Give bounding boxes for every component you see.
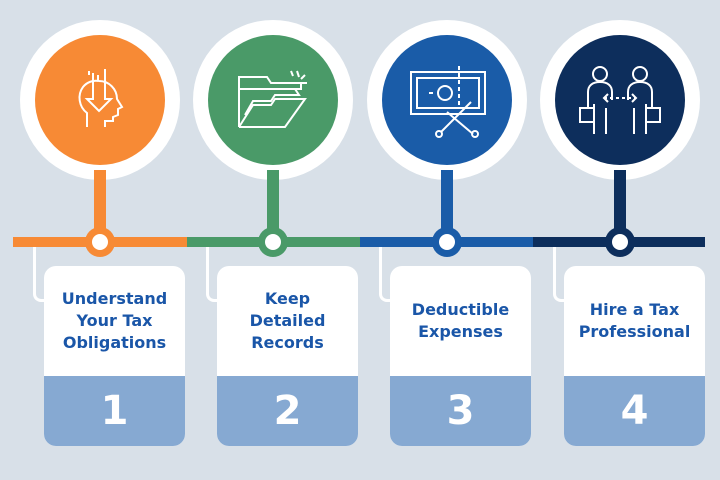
people-exchange-icon [579,66,661,134]
step-3-title: Deductible Expenses [411,300,510,341]
step-2-pin [193,20,353,180]
step-4-stem [614,170,626,240]
step-3-node [432,227,462,257]
step-4-title: Hire a Tax Professional [578,300,691,341]
step-2-card: Keep Detailed Records 2 [217,266,358,446]
step-3-card: Deductible Expenses 3 [390,266,531,446]
step-1-connector [33,247,50,302]
step-1-pin [20,20,180,180]
step-1-card: Understand Your Tax Obligations 1 [44,266,185,446]
step-4-number: 4 [564,376,705,446]
step-3-pin [367,20,527,180]
open-folder-icon [238,70,307,128]
step-4-node [605,227,635,257]
step-2-connector [206,247,223,302]
step-1-title: Understand Your Tax Obligations [61,289,168,352]
step-3-connector [379,247,396,302]
step-2-title: Keep Detailed Records [249,289,326,352]
step-1-stem [94,170,106,240]
step-1-number: 1 [44,376,185,446]
cut-money-icon [410,66,486,138]
step-2-stem [267,170,279,240]
step-2-number: 2 [217,376,358,446]
head-download-icon [78,69,124,127]
step-3-number: 3 [390,376,531,446]
step-4-pin [540,20,700,180]
step-3-stem [441,170,453,240]
step-2-node [258,227,288,257]
step-1-node [85,227,115,257]
step-4-card: Hire a Tax Professional 4 [564,266,705,446]
step-4-connector [553,247,570,302]
